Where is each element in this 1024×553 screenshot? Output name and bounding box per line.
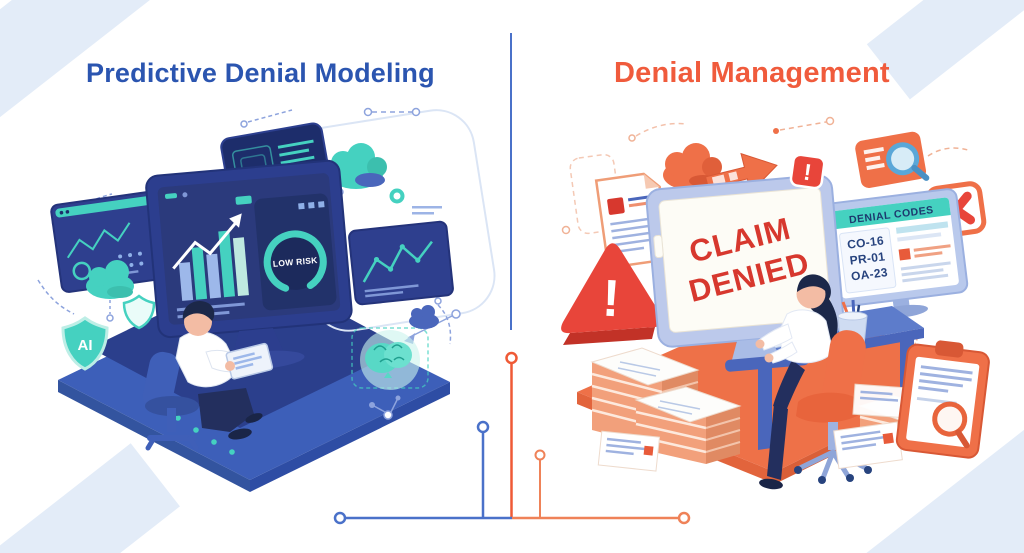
warning-exclamation: !: [601, 270, 621, 329]
dashboard-monitor: LOW RISK: [145, 159, 353, 371]
alert-exclamation: !: [802, 159, 813, 186]
person-analyst: [142, 300, 274, 451]
analytics-screen-icon: [50, 190, 168, 293]
denial-code: OA-23: [850, 265, 888, 283]
right-title: Denial Management: [614, 57, 890, 89]
bar-chart-icon: [172, 213, 249, 301]
denial-code: PR-01: [849, 249, 886, 267]
denial-codes-screen: DENIAL CODES CO-16 PR-01 OA-23: [822, 188, 969, 319]
shield-icon: [122, 294, 156, 330]
denial-code: CO-16: [846, 233, 884, 251]
gauge-label: LOW RISK: [272, 255, 318, 269]
brain-icon: [360, 330, 420, 390]
warning-triangle-icon: !: [561, 243, 663, 345]
gauge-icon: LOW RISK: [254, 193, 337, 311]
magnifier-card-icon: [855, 131, 930, 188]
right-scene-denial: !: [561, 116, 990, 490]
ai-shield-label: AI: [78, 337, 93, 354]
clipboard-magnifier-icon: [895, 340, 990, 459]
line-chart-screen-icon: [348, 220, 454, 306]
ai-shield-icon: AI: [61, 316, 109, 371]
tablet: [225, 342, 274, 380]
scattered-paper: [597, 383, 908, 472]
left-title: Predictive Denial Modeling: [86, 58, 435, 88]
corner-decoration: [866, 0, 1024, 100]
cloud-icon: [86, 260, 134, 322]
alert-badge-icon: !: [789, 153, 826, 190]
left-scene-predictive: AI: [37, 107, 496, 492]
person-worker: [755, 274, 838, 490]
cloud-icon: [409, 305, 439, 329]
